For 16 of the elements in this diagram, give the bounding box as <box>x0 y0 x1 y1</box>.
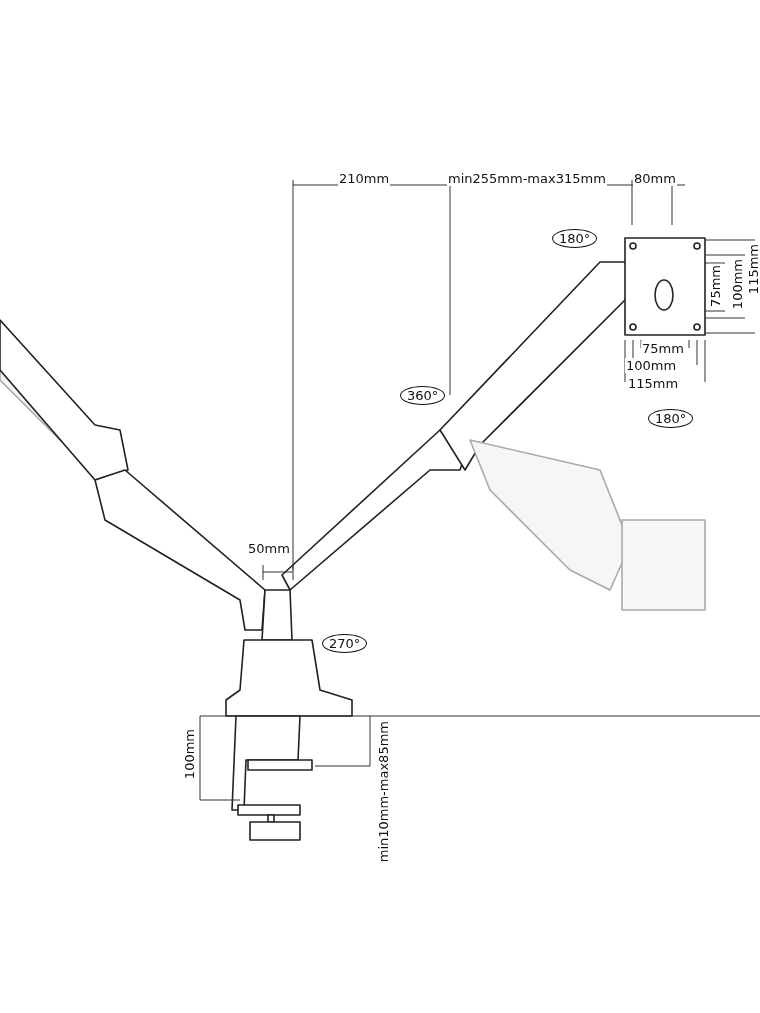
dimension-label: 50mm <box>247 541 291 556</box>
dimension-label: 80mm <box>633 171 677 186</box>
rotation-angle-label: 360° <box>400 386 446 405</box>
dimension-label: 100mm <box>730 258 745 311</box>
dimension-label: 100mm <box>625 358 678 373</box>
dimension-label: 210mm <box>338 171 391 186</box>
dimension-label: 75mm <box>641 341 685 356</box>
dimension-label: 115mm <box>746 243 760 296</box>
rotation-angle-label: 180° <box>648 409 694 428</box>
dimension-label: 75mm <box>708 264 723 308</box>
dimension-label: min10mm-max85mm <box>376 720 391 864</box>
dimension-label: min255mm-max315mm <box>447 171 607 186</box>
rotation-angle-label: 270° <box>322 634 368 653</box>
rotation-angle-label: 180° <box>552 229 598 248</box>
dimension-label: 100mm <box>182 728 197 781</box>
dimension-label: 115mm <box>627 376 680 391</box>
